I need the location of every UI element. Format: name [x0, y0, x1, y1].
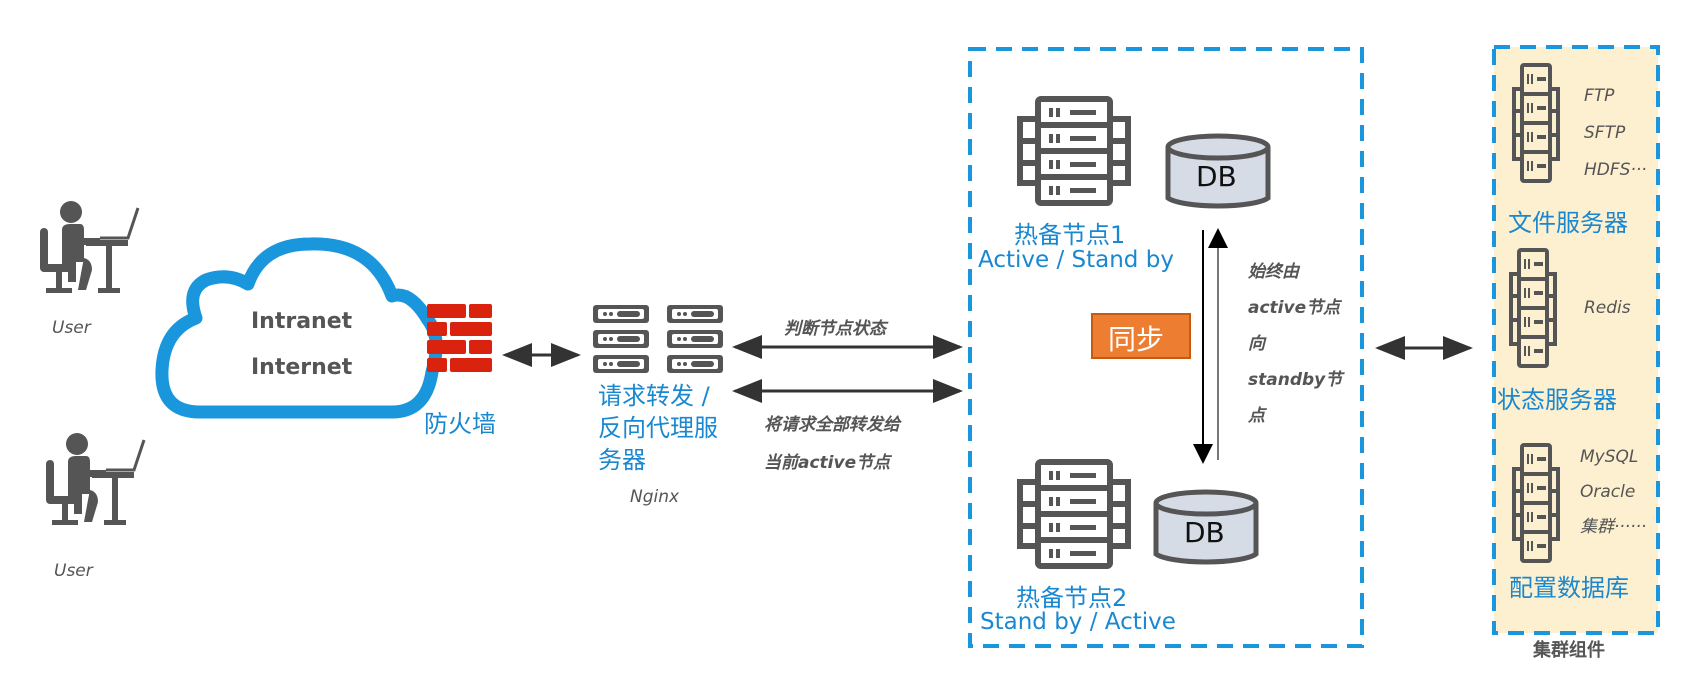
cloud-label-intranet: Intranet [251, 309, 353, 334]
proxy-label-line: 反向代理服 [598, 414, 718, 442]
firewall-label: 防火墙 [424, 410, 496, 438]
config-db-items: MySQL Oracle 集群······ [1580, 440, 1646, 545]
sync-note-line: active节点 [1248, 298, 1341, 318]
node2-server-icon [1020, 462, 1128, 566]
state-server-title: 状态服务器 [1497, 386, 1617, 414]
nginx-label: Nginx [630, 487, 680, 507]
forward-label-line1: 将请求全部转发给 [764, 415, 900, 435]
proxy-label: 请求转发 / 反向代理服 务器 [598, 380, 718, 476]
db-label: DB [1184, 516, 1225, 549]
sync-badge [1091, 313, 1191, 359]
cluster-item: SFTP [1584, 123, 1626, 143]
sync-note-line: 始终由 [1248, 262, 1299, 282]
sync-label: 同步 [1108, 323, 1165, 356]
file-server-items: FTP SFTP HDFS··· [1584, 78, 1647, 189]
user-icon [44, 431, 146, 527]
sync-note-line: 点 [1248, 406, 1265, 426]
user-icon [38, 199, 140, 295]
db-icon [1165, 133, 1271, 209]
cluster-item: MySQL [1580, 447, 1639, 467]
cluster-item: HDFS··· [1584, 160, 1647, 180]
proxy-label-line: 务器 [598, 446, 646, 474]
cluster-item: Oracle [1580, 482, 1636, 502]
sync-note: 始终由 active节点 向 standby节 点 [1248, 254, 1342, 434]
node2-title: 热备节点2 [1016, 584, 1128, 612]
hot-standby-group [968, 47, 1364, 648]
node1-server-icon [1020, 99, 1128, 203]
db-label: DB [1196, 160, 1237, 193]
node1-title: 热备节点1 [1014, 221, 1126, 249]
node2-role: Stand by / Active [980, 609, 1176, 635]
user-label: User [54, 561, 93, 581]
firewall-icon [427, 304, 492, 372]
sync-note-line: standby节 [1248, 370, 1343, 390]
config-db-title: 配置数据库 [1509, 574, 1629, 602]
cluster-item: 集群······ [1580, 517, 1647, 537]
check-status-label: 判断节点状态 [784, 319, 886, 339]
user-label: User [52, 318, 91, 338]
cluster-caption: 集群组件 [1533, 640, 1605, 661]
db-icon [1153, 489, 1259, 565]
proxy-server-icon [593, 305, 723, 373]
forward-label-line2: 当前active节点 [764, 453, 891, 473]
cluster-item: Redis [1584, 298, 1631, 318]
file-server-title: 文件服务器 [1508, 209, 1628, 237]
proxy-label-line: 请求转发 / [598, 382, 710, 410]
node1-role: Active / Stand by [978, 247, 1174, 273]
cluster-item: FTP [1584, 86, 1615, 106]
sync-note-line: 向 [1248, 334, 1265, 354]
cloud-label-internet: Internet [251, 355, 353, 380]
